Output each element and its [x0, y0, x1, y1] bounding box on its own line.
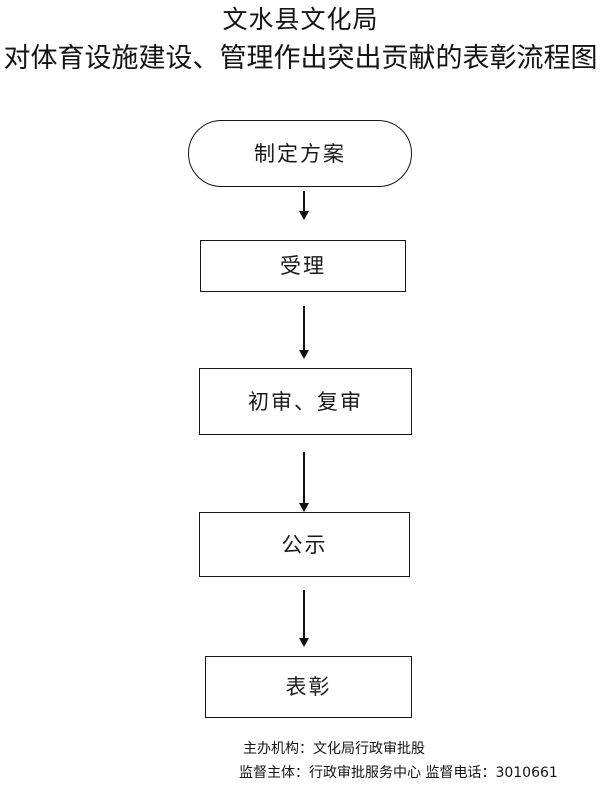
footer-organizer: 主办机构：文化局行政审批股	[243, 741, 425, 757]
arrow-shaft	[303, 590, 305, 639]
flow-node-review[interactable]: 初审、复审	[199, 368, 412, 435]
arrow-head	[299, 350, 309, 359]
arrow-down-icon	[297, 306, 311, 359]
flow-node-acceptance[interactable]: 受理	[200, 240, 406, 292]
page-title-organization: 文水县文化局	[222, 7, 379, 34]
flow-node-label: 表彰	[285, 675, 332, 699]
arrow-shaft	[303, 452, 305, 504]
arrow-shaft	[303, 191, 305, 212]
arrow-down-icon	[297, 452, 311, 512]
flow-node-commendation[interactable]: 表彰	[205, 656, 412, 718]
flow-node-plan[interactable]: 制定方案	[188, 120, 412, 187]
arrow-head	[299, 503, 309, 512]
arrow-head	[299, 211, 309, 220]
arrow-shaft	[303, 306, 305, 351]
arrow-head	[299, 638, 309, 647]
flow-node-label: 受理	[280, 254, 326, 278]
flow-node-label: 制定方案	[254, 141, 346, 166]
footer-supervisor: 监督主体：行政审批服务中心 监督电话：3010661	[239, 765, 558, 781]
page-title-subject: 对体育设施建设、管理作出突出贡献的表彰流程图	[3, 43, 598, 73]
flow-node-publicity[interactable]: 公示	[199, 512, 410, 577]
flow-node-label: 公示	[281, 532, 328, 557]
flow-node-label: 初审、复审	[248, 389, 363, 414]
arrow-down-icon	[297, 191, 311, 220]
arrow-down-icon	[297, 590, 311, 647]
